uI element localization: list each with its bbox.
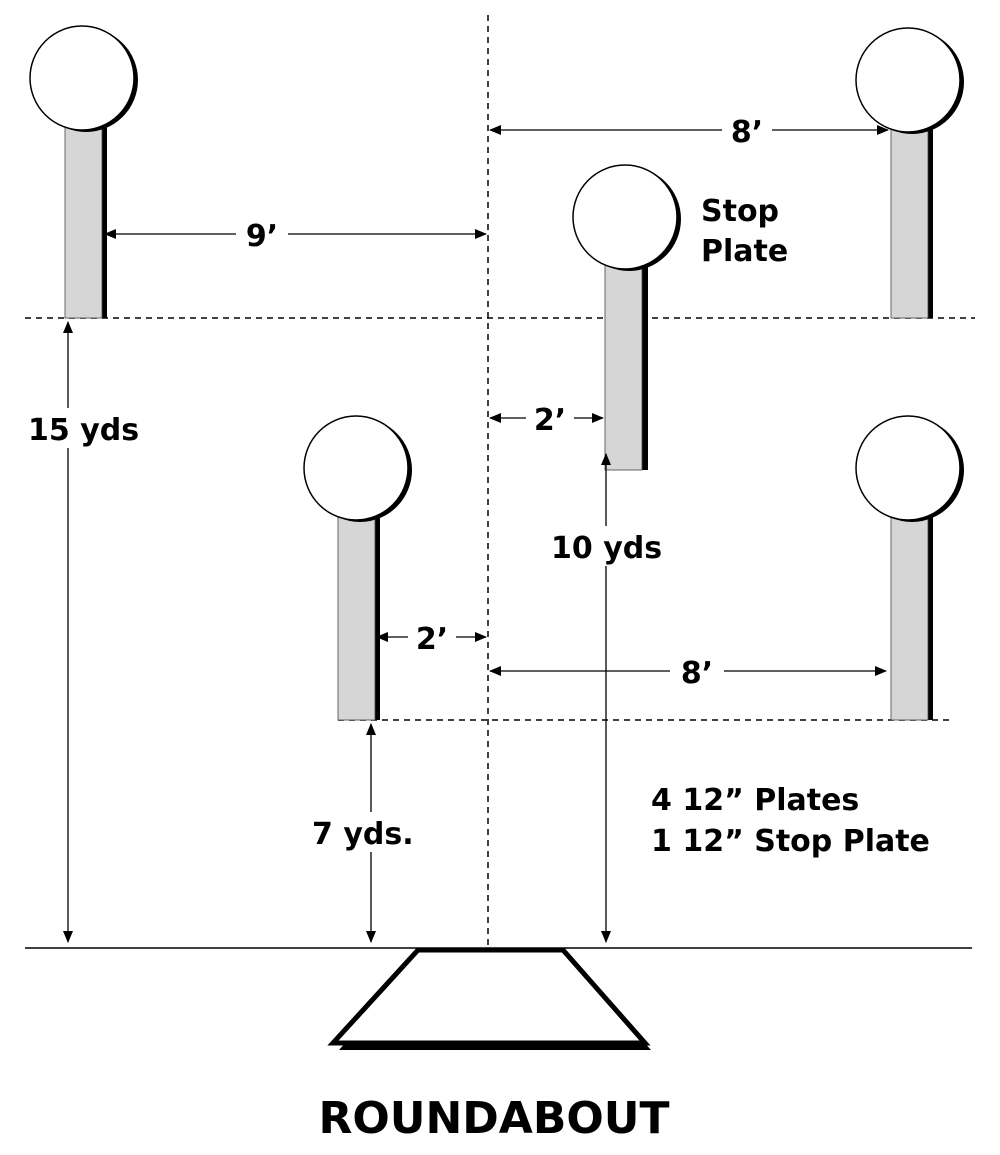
stop-plate-label-line2: Plate: [701, 234, 788, 269]
target-post: [890, 109, 929, 319]
diagram-title: ROUNDABOUT: [318, 1093, 669, 1144]
label-gap: [308, 812, 426, 852]
target-stop-plate: [572, 164, 681, 471]
label-gap: [670, 653, 724, 689]
label-top-left-9ft: 9’: [246, 219, 278, 254]
target-plate: [303, 415, 409, 521]
stop-plate-label-line1: Stop: [701, 194, 779, 229]
target-plate: [29, 25, 135, 131]
target-post: [890, 494, 929, 721]
label-gap: [526, 400, 574, 436]
target-plate: [855, 415, 961, 521]
label-10yds: 10 yds: [551, 531, 662, 566]
label-15yds: 15 yds: [28, 413, 139, 448]
label-near-left-2ft: 2’: [416, 622, 448, 657]
shooting-box: [327, 947, 651, 1046]
label-near-right-8ft: 8’: [681, 656, 713, 691]
label-stop-2ft: 2’: [534, 403, 566, 438]
target-far-right: [855, 27, 964, 319]
target-plate: [572, 164, 678, 270]
note-stop-plate: 1 12” Stop Plate: [651, 824, 930, 859]
note-plates: 4 12” Plates: [651, 783, 859, 818]
label-gap: [722, 112, 772, 148]
target-post: [337, 494, 376, 721]
label-gap: [548, 526, 676, 566]
target-near-right: [855, 415, 964, 721]
target-post: [64, 109, 103, 319]
label-gap: [236, 216, 288, 252]
label-gap: [408, 619, 456, 655]
target-post: [604, 239, 643, 471]
label-top-right-8ft: 8’: [731, 115, 763, 150]
target-near-left: [303, 415, 412, 721]
label-gap: [24, 408, 156, 448]
target-far-left: [29, 25, 138, 319]
target-plate: [855, 27, 961, 133]
label-7yds: 7 yds.: [312, 817, 414, 852]
